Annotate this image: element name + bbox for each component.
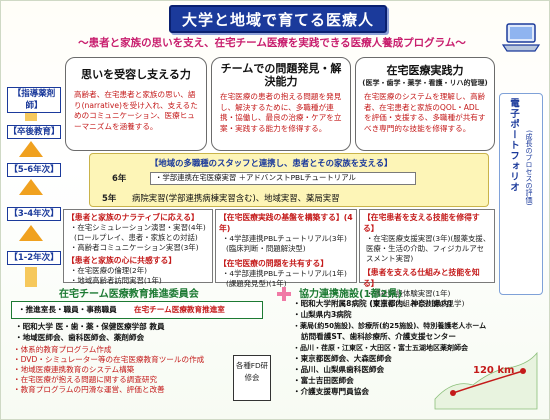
col1-item: ・地域高齢者訪問実習(1年) — [70, 276, 162, 285]
task-item: ・地域医療連携教育のシステム構築 — [13, 365, 135, 374]
facility-item: ・品川、山梨県歯科医師会 — [293, 365, 385, 374]
up-arrow-icon — [19, 225, 43, 241]
curriculum-col-2: 【在宅医療実践の基盤を構築する】(4年) ・4学部連携PBLチュートリアル(3年… — [215, 209, 357, 288]
col2-item: ・4学部連携PBLチュートリアル(3年) — [222, 234, 347, 243]
plus-icon — [277, 287, 291, 301]
committee-center: 在宅チーム医療教育推進室 — [134, 305, 225, 314]
panel-title: チームでの問題発見・解決能力 — [220, 62, 342, 88]
panel-text: 在宅医療の患者の抱える問題を発見し、解決するために、多職種が連携・協働し、最良の… — [220, 92, 342, 133]
task-item: ・教育プログラムの円滑な運営、評価と改善 — [13, 385, 165, 394]
subtitle: ～患者と家族の思いを支え、在宅チーム医療を実践できる医療人養成プログラム～ — [78, 37, 466, 49]
col1-heading: 【患者と家族のナラティブに応える】 — [67, 213, 199, 222]
up-arrow-icon — [19, 141, 43, 157]
task-item: ・在宅医療が抱える問題に関する調査研究 — [13, 375, 158, 384]
facilities-section: 協力連携施設(1都2県) ・昭和大学附属8病院 (東京都内、神奈川県内) ・山梨… — [293, 285, 545, 417]
fd-training-box: 各種FD研修会 — [233, 355, 271, 401]
committee-section: 在宅チーム医療教育推進委員会 ・推進室長・職員・事務職員 在宅チーム医療教育推進… — [7, 285, 275, 417]
facility-item: ・山梨県内3病院 — [293, 310, 352, 319]
year-5-6: 【5-6年次】 — [7, 163, 61, 177]
panel-practice: 在宅医療実践力 (医学・歯学・薬学・看護・リハ的管理) 在宅医療のシステムを理解… — [355, 57, 495, 151]
task-item: ・体系的教育プログラム作成 — [13, 345, 112, 354]
committee-local: ・地域医師会、歯科医師会、薬剤師会 — [15, 333, 145, 342]
committee-member-box: ・推進室長・職員・事務職員 在宅チーム医療教育推進室 — [11, 301, 263, 319]
facility-item: ・薬局(約50施設)、診療所(約25施設)、特別養護老人ホーム — [293, 322, 487, 330]
committee-univ: ・昭和大学 医・歯・薬・保健医療学部 教員 — [15, 322, 165, 331]
year-3-4: 【3-4年次】 — [7, 207, 61, 221]
col2-item: ・4学部連携PBLチュートリアル(1年) — [222, 269, 347, 278]
panel-title: 在宅医療実践力 — [386, 64, 464, 77]
committee-members: ・推進室長・職員・事務職員 — [18, 305, 117, 314]
facility-item: ・介護支援専門員協会 — [293, 387, 369, 396]
up-arrow-icon — [19, 179, 43, 195]
committee-title: 在宅チーム医療教育推進委員会 — [59, 289, 199, 300]
page-title: 大学と地域で育てる医療人 — [181, 10, 374, 29]
col3-item: ・福祉施設体験実習(1年) — [366, 289, 451, 298]
col2-item: (課題発見型)(1年) — [226, 279, 287, 288]
band-6-text: ・学部連携在宅医療実習 ＋アドバンストPBLチュートリアル — [150, 172, 416, 185]
col3-heading: 【患者を支える仕組みと技能を知る】 — [363, 268, 480, 288]
col1-item: (ロールプレイ、患者・家族との対話) — [74, 233, 198, 242]
col3-item: (支援の仕組みと技能の見学) — [370, 299, 465, 308]
col2-item: (臨床判断・問題解決型) — [226, 244, 306, 253]
panel-title: 思いを受容し支える力 — [81, 68, 191, 81]
col2-heading: 【在宅医療実践の基盤を構築する】(4年) — [219, 213, 353, 233]
title-banner: 大学と地域で育てる医療人 — [169, 5, 387, 33]
facility-item: ・富士吉田医師会 — [293, 376, 354, 385]
e-portfolio: 電子ポートフォリオ (成長のプロセスの評価) — [499, 93, 543, 295]
panel-subtitle: (医学・歯学・薬学・看護・リハ的管理) — [362, 79, 488, 87]
up-arrow-icon — [25, 267, 37, 287]
committee-task-list: ・体系的教育プログラム作成 ・DVD・シミュレーター等の在宅医療教育ツールの作成… — [13, 345, 211, 409]
band-5-6: 【地域の多職種のスタッフと連携し、患者とその家族を支える】 6年 ・学部連携在宅… — [89, 153, 489, 207]
col1-item: ・高齢者コミュニケーション実習(3年) — [70, 243, 199, 252]
facility-item: ・品川・荏原・江東区・大田区・富士五湖地区薬剤師会 — [293, 344, 468, 352]
col1-heading: 【患者と家族の心に共感する】 — [67, 256, 177, 265]
facility-item: 訪問看護ST、歯科診療所、介護支援センター — [301, 332, 456, 341]
panel-empathy: 思いを受容し支える力 高齢者、在宅患者と家族の思い、語り(narrative)を… — [65, 57, 207, 151]
year-postgrad: 【卒後教育】 — [7, 125, 61, 139]
facility-item: ・昭和大学附属8病院 (東京都内、神奈川県内) — [293, 299, 453, 308]
map-icon — [434, 351, 538, 410]
panel-team: チームでの問題発見・解決能力 在宅医療の患者の抱える問題を発見し、解決するために… — [211, 57, 351, 151]
laptop-icon — [501, 23, 541, 52]
col1-item: ・在宅シミュレーション演習・実習(4年) — [70, 223, 206, 232]
band-header: 【地域の多職種のスタッフと連携し、患者とその家族を支える】 — [150, 158, 393, 168]
col1-item: ・在宅医療の倫理(2年) — [70, 266, 147, 275]
facility-item: ・東京都医師会、大森医師会 — [293, 354, 392, 363]
distance-label: 120 km — [473, 365, 515, 376]
portfolio-title: 電子ポートフォリオ — [508, 98, 519, 193]
col3-heading: 【在宅患者を支える技能を修得する】 — [363, 213, 480, 233]
portfolio-note: (成長のプロセスの評価) — [525, 130, 533, 206]
band-6-label: 6年 — [112, 173, 127, 183]
year-leader: 【指導薬剤師】 — [7, 87, 61, 113]
year-1-2: 【1-2年次】 — [7, 251, 61, 265]
task-item: ・DVD・シミュレーター等の在宅医療教育ツールの作成 — [13, 355, 205, 364]
facilities-title: 協力連携施設(1都2県) — [299, 289, 403, 300]
band-5-text: 病院実習(学部連携病棟実習含む)、地域実習、薬局実習 — [132, 193, 340, 203]
band-5-label: 5年 — [102, 193, 117, 203]
panel-text: 在宅医療のシステムを理解し、高齢者、在宅患者と家族のQOL・ADLを評価・支援す… — [364, 92, 486, 133]
col2-heading: 【在宅医療の問題を共有する】 — [219, 259, 329, 268]
curriculum-col-3: 【在宅患者を支える技能を修得する】 ・在宅医療支援実習(3年)(服薬支援、医療・… — [359, 209, 495, 308]
col3-item: ・在宅医療支援実習(3年)(服薬支援、医療・生活の介助、フィジカルアセスメント実… — [366, 234, 491, 263]
up-arrow-icon — [25, 113, 37, 121]
panel-text: 高齢者、在宅患者と家族の思い、語り(narrative)を受け入れ、支えるための… — [74, 90, 198, 131]
curriculum-col-1: 【患者と家族のナラティブに応える】 ・在宅シミュレーション演習・実習(4年) (… — [63, 209, 213, 285]
